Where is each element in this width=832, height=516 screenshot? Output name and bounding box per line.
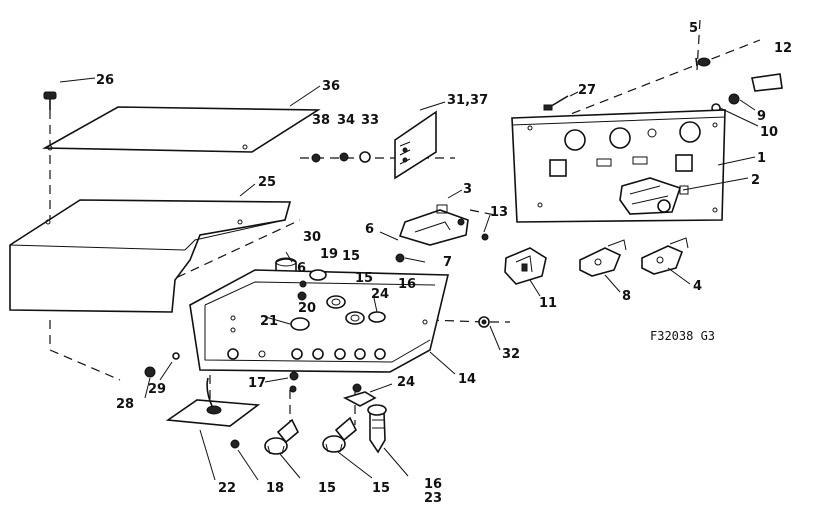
lamp-part-16-23	[367, 404, 387, 454]
callout-28: 28	[116, 397, 134, 412]
screw-part-18	[230, 439, 240, 449]
callout-22: 22	[218, 481, 236, 496]
callout-13: 13	[490, 205, 508, 220]
drawing-code: F32038 G3	[650, 329, 715, 343]
callout-6a: 6	[365, 222, 374, 237]
callout-23: 23	[424, 491, 442, 506]
bracket-part-24-lower	[342, 383, 377, 407]
callout-16b: 16	[424, 477, 442, 492]
callout-15a: 15	[342, 249, 360, 264]
screw-part-7	[395, 253, 405, 263]
screw-part-26	[43, 91, 57, 110]
callout-14: 14	[458, 372, 476, 387]
cover-part-25	[9, 199, 292, 313]
callout-7: 7	[443, 255, 452, 270]
callout-26: 26	[96, 73, 114, 88]
callout-9: 9	[757, 109, 766, 124]
callout-17: 17	[248, 376, 266, 391]
callout-6b: 6	[297, 261, 306, 276]
callout-24b: 24	[397, 375, 415, 390]
callout-11: 11	[539, 296, 557, 311]
callout-38: 38	[312, 113, 330, 128]
nut-part-20	[297, 291, 307, 301]
callout-4: 4	[693, 279, 702, 294]
callout-25: 25	[258, 175, 276, 190]
callout-2: 2	[751, 173, 760, 188]
plate-part-36	[42, 106, 321, 153]
callout-12: 12	[774, 41, 792, 56]
callout-3: 3	[463, 182, 472, 197]
switch-part-4	[641, 237, 689, 275]
nut-part-28	[144, 366, 156, 378]
chassis-part-14	[189, 269, 450, 373]
callout-8: 8	[622, 289, 631, 304]
callout-31-37: 31,37	[447, 93, 488, 108]
callout-15c: 15	[318, 481, 336, 496]
socket-part-16-upper	[368, 311, 386, 323]
terminal-board-part-31-37	[394, 110, 437, 180]
control-panel-part-1	[511, 109, 726, 223]
washer-part-6	[299, 280, 307, 288]
leader-lines	[59, 77, 759, 481]
callout-16a: 16	[398, 277, 416, 292]
relay-part-2	[619, 177, 689, 215]
washer-part-13	[481, 233, 489, 241]
callout-1: 1	[757, 151, 766, 166]
callout-21: 21	[260, 314, 278, 329]
washer-part-29	[172, 352, 180, 360]
socket-part-19	[309, 269, 327, 281]
lamp-holder-part-15-right	[322, 416, 357, 453]
nut-part-9	[728, 93, 740, 105]
grommet-part-21	[290, 317, 310, 331]
washer-set-38-34-33	[311, 151, 371, 163]
callout-5: 5	[689, 21, 698, 36]
callout-labels: 26 36 25 38 34 33 31,37 27 5 12 9 10 1 2…	[96, 21, 792, 506]
switch-part-11	[504, 247, 547, 285]
callout-34: 34	[337, 113, 355, 128]
screw-part-27	[543, 95, 569, 111]
callout-32: 32	[502, 347, 520, 362]
callout-15b: 15	[355, 271, 373, 286]
callout-15d: 15	[372, 481, 390, 496]
bracket-part-12	[751, 73, 783, 92]
callout-27: 27	[578, 83, 596, 98]
lamp-holder-part-15-left	[264, 418, 299, 455]
callout-10: 10	[760, 125, 778, 140]
callout-29: 29	[148, 382, 166, 397]
nut-part-17	[289, 371, 299, 393]
callout-36: 36	[322, 79, 340, 94]
assembly-guide-lines	[49, 19, 761, 425]
callout-18: 18	[266, 481, 284, 496]
screw-part-5	[695, 57, 711, 67]
plate-part-22	[165, 377, 261, 427]
socket-part-24-upper	[345, 311, 365, 325]
callout-24a: 24	[371, 287, 389, 302]
callout-19: 19	[320, 247, 338, 262]
callout-33: 33	[361, 113, 379, 128]
nut-part-32	[478, 316, 490, 328]
switch-part-8	[579, 239, 627, 277]
callout-30: 30	[303, 230, 321, 245]
callout-20: 20	[298, 301, 316, 316]
socket-part-15-upper	[326, 295, 346, 309]
switch-part-3	[398, 204, 469, 246]
